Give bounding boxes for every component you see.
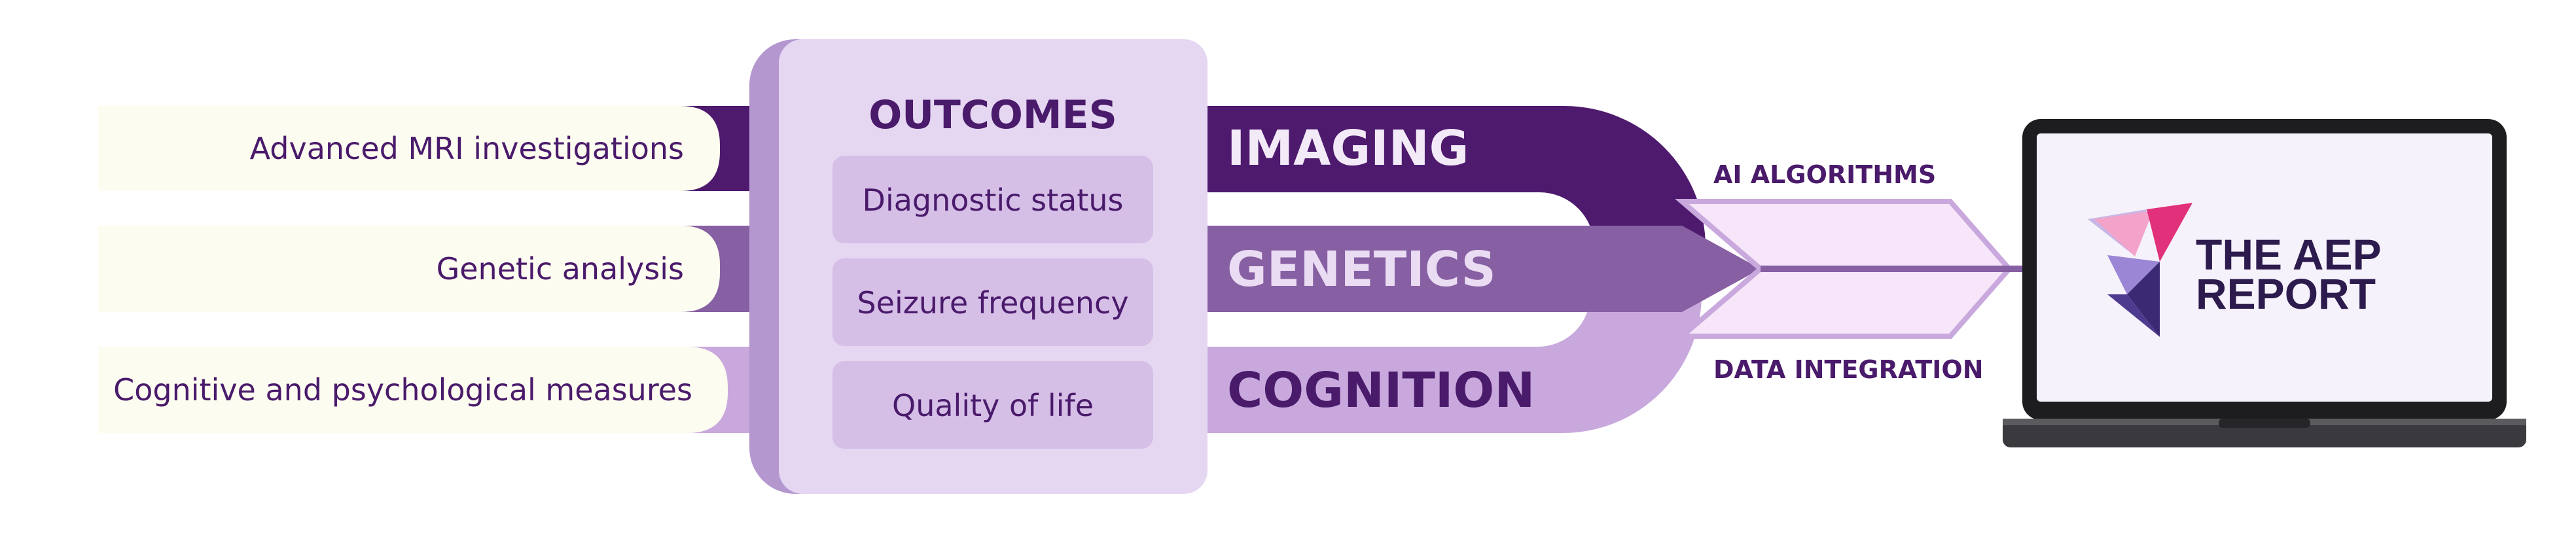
outcomes-title: OUTCOMES [868, 92, 1117, 138]
stream-label-imaging: IMAGING [1227, 120, 1469, 177]
input-label-genetics: Genetic analysis [437, 251, 684, 287]
data-integration-label: DATA INTEGRATION [1713, 355, 1984, 384]
input-label-cognition: Cognitive and psychological measures [113, 372, 692, 408]
outcome-label-diagnostic: Diagnostic status [863, 183, 1124, 218]
genetics-stream [1204, 226, 1761, 312]
input-card-cognition: Cognitive and psychological measures [98, 347, 728, 433]
stream-label-genetics: GENETICS [1227, 241, 1496, 298]
outcome-label-seizure: Seizure frequency [857, 285, 1128, 321]
input-label-mri: Advanced MRI investigations [250, 131, 684, 166]
report-title-line1: THE AEP [2196, 230, 2382, 279]
stream-label-cognition: COGNITION [1227, 362, 1535, 419]
outcome-label-quality: Quality of life [892, 388, 1094, 423]
imaging-stream [1204, 106, 1706, 247]
input-card-genetics: Genetic analysis [98, 226, 720, 312]
outcome-item-seizure: Seizure frequency [832, 258, 1153, 346]
outcome-item-diagnostic: Diagnostic status [832, 156, 1153, 243]
aep-logo-icon [2088, 203, 2192, 337]
laptop-icon [2003, 119, 2526, 447]
outcome-item-quality: Quality of life [832, 361, 1153, 449]
ai-algorithms-label: AI ALGORITHMS [1713, 160, 1936, 189]
cognition-stream [1204, 294, 1702, 433]
input-card-mri: Advanced MRI investigations [98, 106, 720, 191]
report-title-line2: REPORT [2196, 270, 2376, 318]
